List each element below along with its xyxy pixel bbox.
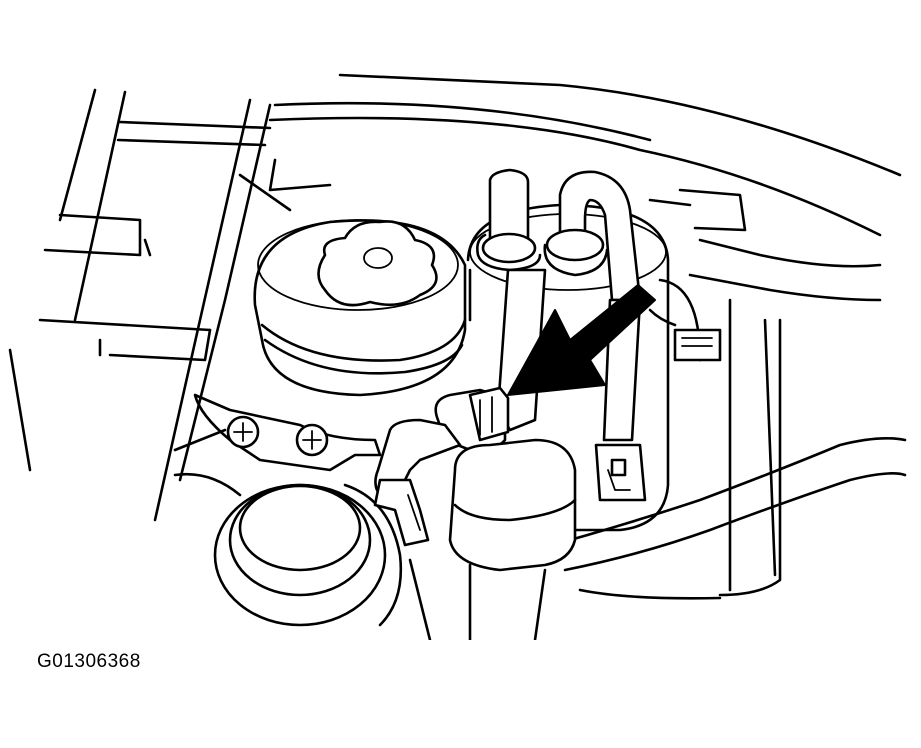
reservoir-cap	[317, 220, 438, 307]
figure-id-label: G01306368	[37, 651, 141, 672]
wire-harness-hose	[563, 437, 907, 600]
right-fender-panel	[688, 238, 882, 597]
pointer-arrow	[507, 284, 656, 396]
lower-filler-cap	[173, 472, 403, 627]
lower-hose	[408, 438, 577, 640]
left-fender-structure	[8, 88, 332, 522]
reservoir	[253, 219, 467, 397]
mounting-bracket	[173, 393, 382, 472]
hood-edge-lines	[116, 73, 902, 237]
engine-bay-illustration	[8, 73, 907, 640]
sensor-connector	[373, 386, 510, 547]
right-connector	[648, 188, 747, 362]
